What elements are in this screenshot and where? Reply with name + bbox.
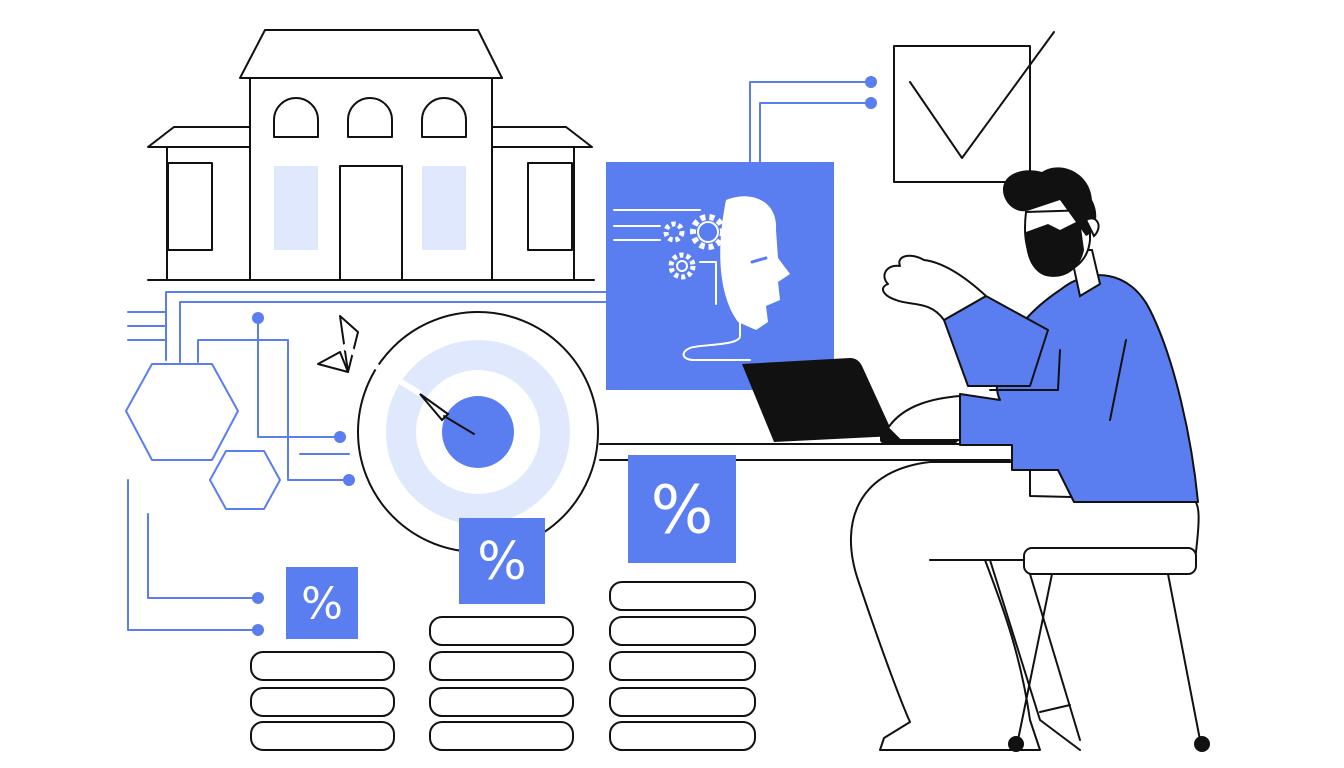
gear-icon <box>663 214 726 280</box>
percent-badge-3: % <box>628 455 736 563</box>
percent-badge-2: % <box>459 518 545 604</box>
svg-text:%: % <box>651 472 714 549</box>
person <box>849 167 1210 752</box>
ai-head-icon <box>606 162 834 390</box>
circuit-lines <box>127 76 877 636</box>
target-icon <box>357 311 599 553</box>
svg-text:%: % <box>301 579 343 630</box>
percent-badge-1: % <box>286 567 358 639</box>
checkmark-icon <box>893 31 1055 183</box>
svg-text:%: % <box>477 532 526 592</box>
coin-stacks <box>250 581 756 751</box>
hexagon-icon <box>125 363 281 510</box>
dart-icon <box>317 315 475 435</box>
building-icon <box>147 29 595 281</box>
